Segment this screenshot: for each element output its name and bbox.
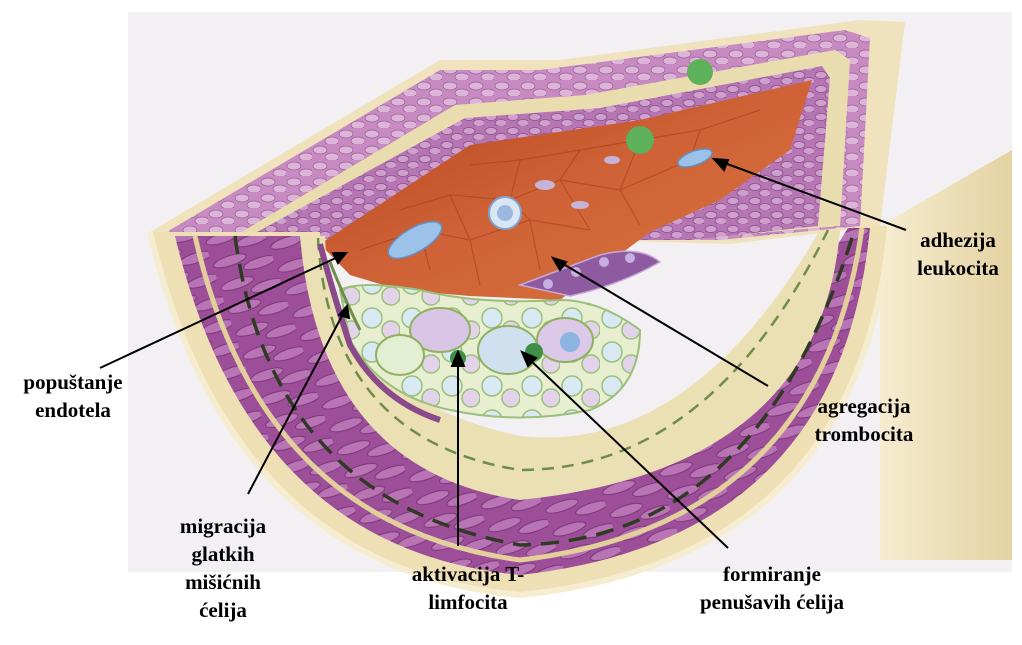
label-line: endotela [8, 396, 138, 424]
label-line: adhezija [898, 226, 1018, 254]
platelet [543, 279, 553, 289]
label-line: glatkih [158, 540, 288, 568]
platelet [571, 201, 589, 209]
label-line: agregacija [784, 392, 944, 420]
label-platelet-aggregation: agregacija trombocita [784, 392, 944, 448]
label-line: aktivacija T- [378, 560, 558, 588]
platelet [625, 253, 635, 263]
label-t-cell-activation: aktivacija T- limfocita [378, 560, 558, 616]
label-line: limfocita [378, 588, 558, 616]
green-leukocyte [626, 126, 654, 154]
foam-cell [376, 335, 424, 375]
label-line: migracija [158, 512, 288, 540]
label-endothelial-leakage: popuštanje endotela [8, 368, 138, 424]
macrophage [560, 332, 580, 352]
label-line: leukocita [898, 254, 1018, 282]
green-leukocyte [687, 59, 713, 85]
label-smooth-muscle-migration: migracija glatkih mišićnih ćelija [158, 512, 288, 624]
label-line: formiranje [672, 560, 872, 588]
leukocyte-nucleus [497, 205, 513, 221]
platelet [535, 180, 555, 190]
label-foam-cell-formation: formiranje penušavih ćelija [672, 560, 872, 616]
platelet [599, 257, 609, 267]
label-line: trombocita [784, 420, 944, 448]
label-line: popuštanje [8, 368, 138, 396]
label-line: penušavih ćelija [672, 588, 872, 616]
label-line: ćelija [158, 596, 288, 624]
platelet [604, 156, 620, 164]
label-line: mišićnih [158, 568, 288, 596]
label-leukocyte-adhesion: adhezija leukocita [898, 226, 1018, 282]
